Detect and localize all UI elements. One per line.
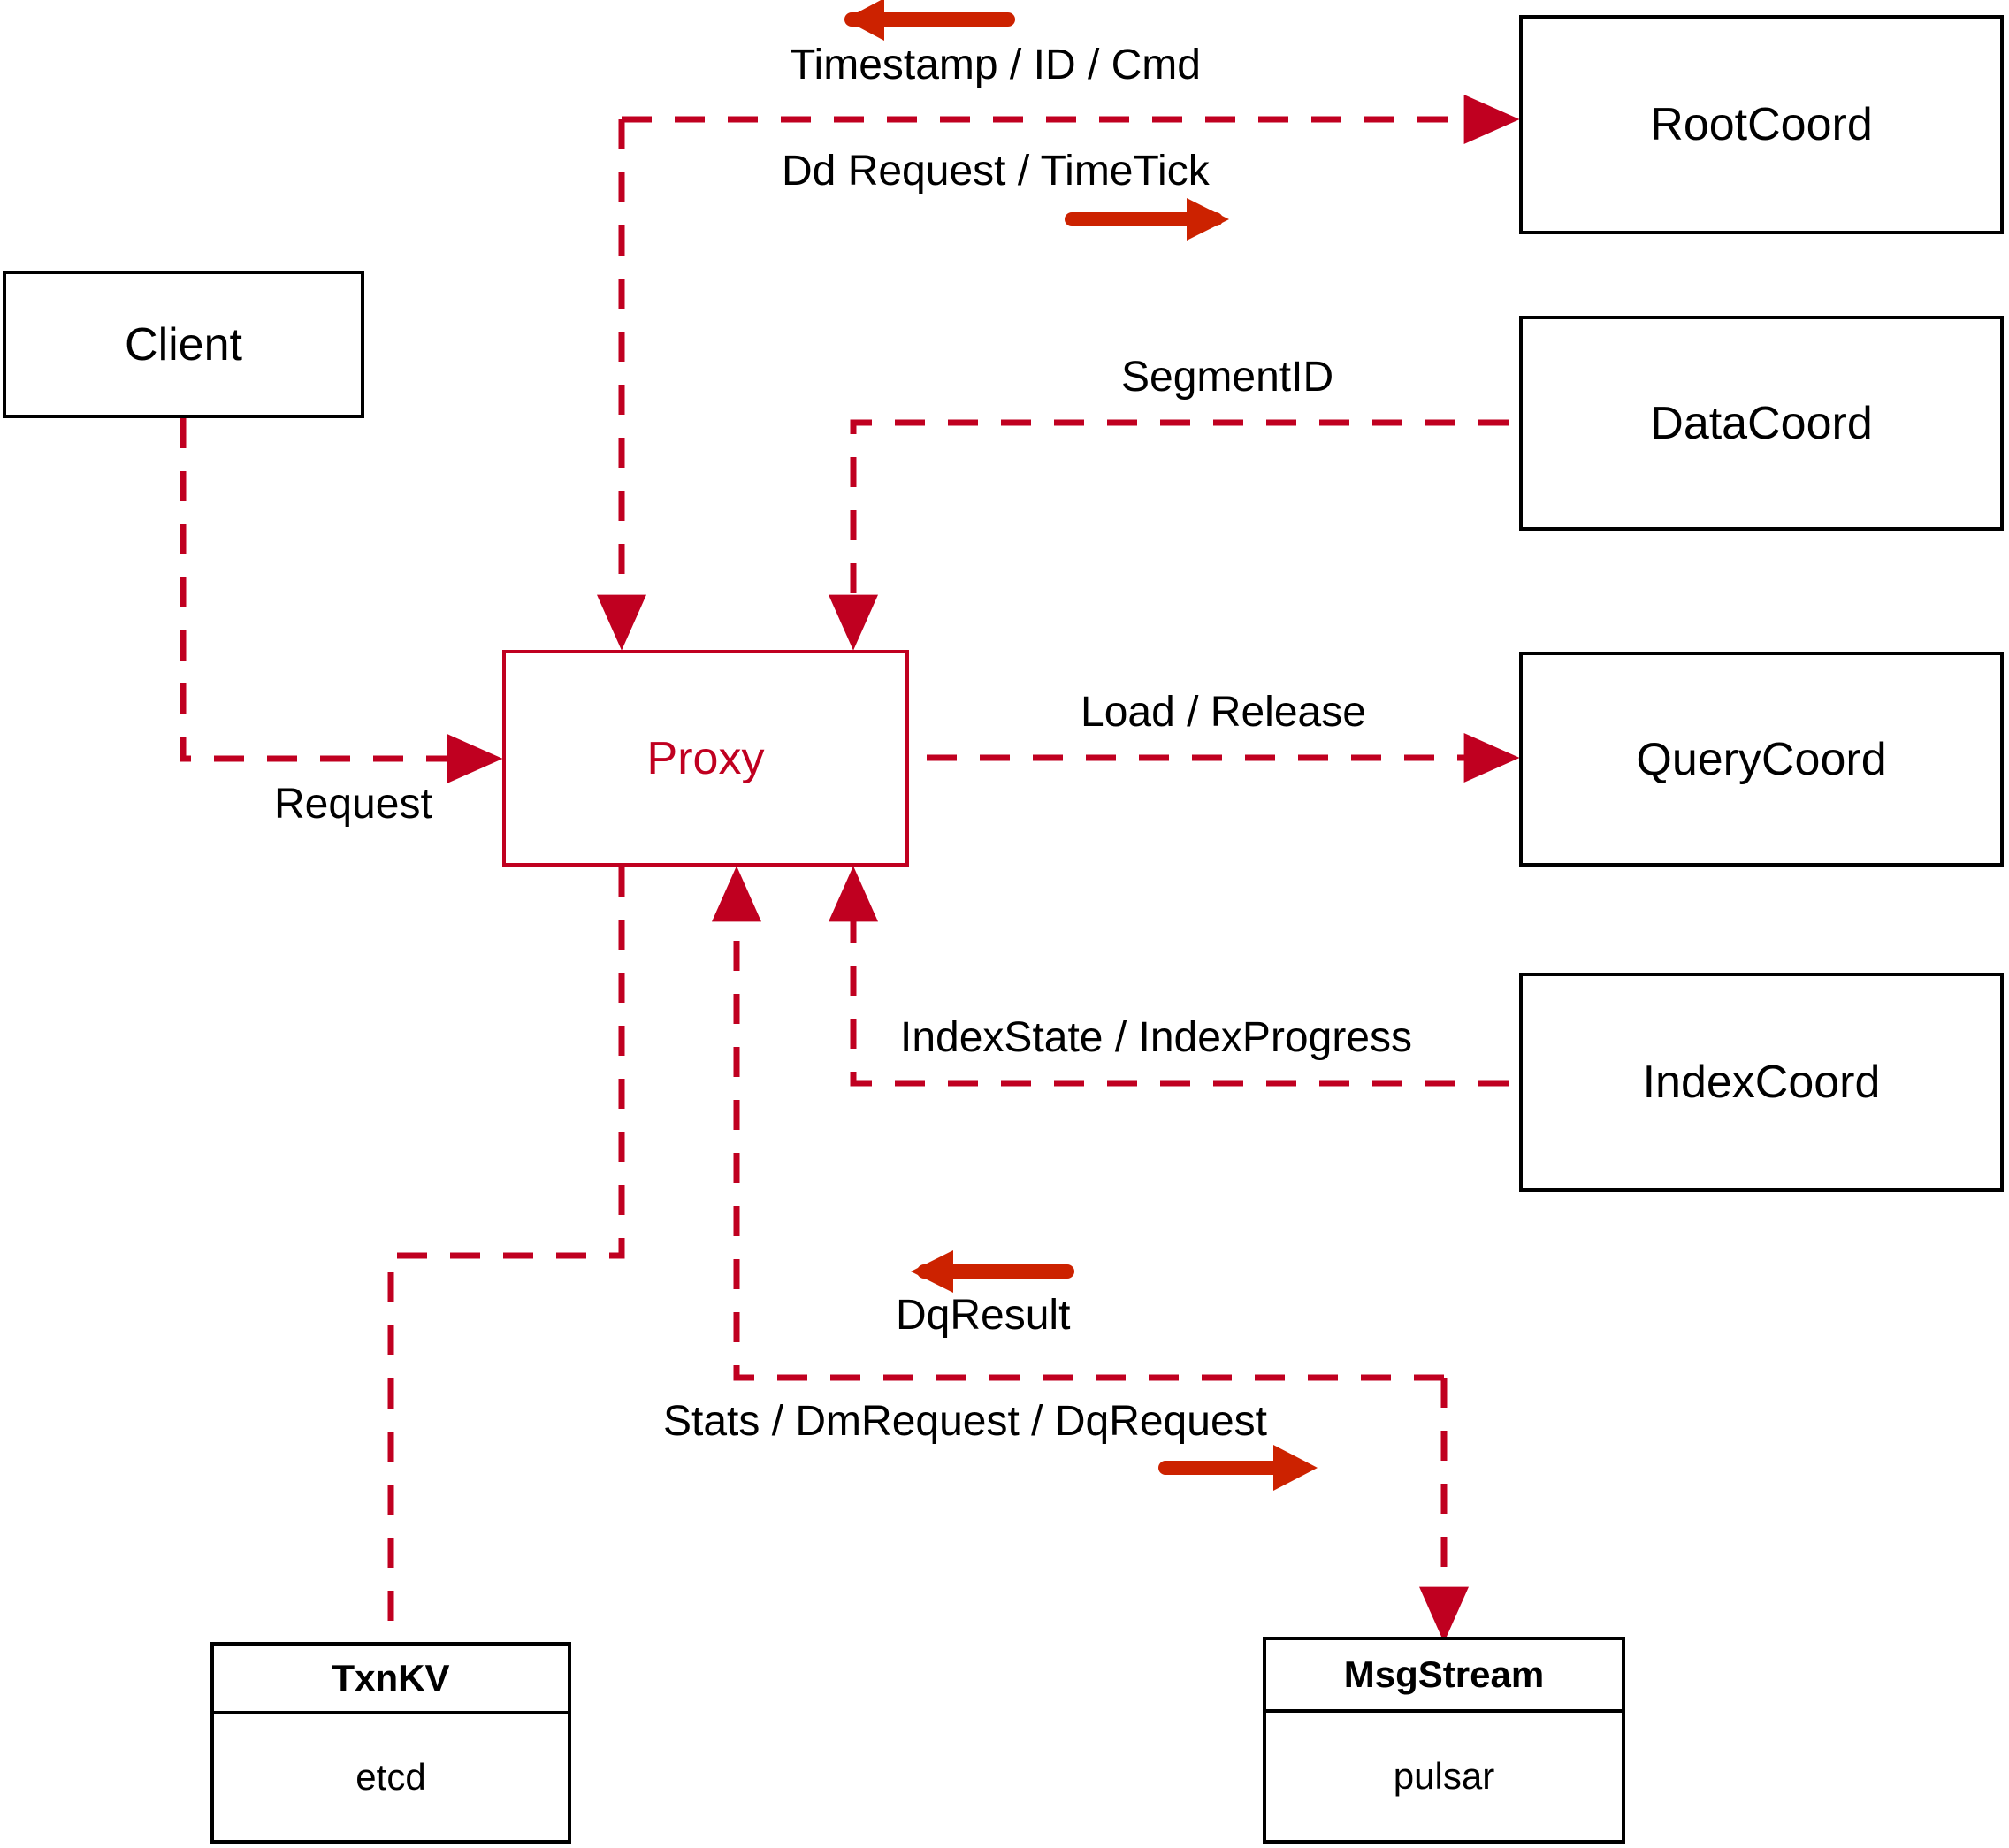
node-msgstream[interactable]: MsgStream pulsar xyxy=(1263,1637,1625,1844)
node-rootcoord-label: RootCoord xyxy=(1650,99,1873,150)
node-querycoord-label: QueryCoord xyxy=(1636,733,1887,785)
edge-label-segmentid: SegmentID xyxy=(1121,354,1334,401)
direction-arrow-dqrequest-right xyxy=(1158,1445,1318,1491)
edge-label-stats-dmrequest-dqrequest: Stats / DmRequest / DqRequest xyxy=(663,1398,1267,1445)
node-client[interactable]: Client xyxy=(3,271,364,418)
node-datacoord[interactable]: DataCoord xyxy=(1519,316,2004,531)
edge-indexcoord-to-proxy xyxy=(829,866,1509,1087)
edge-label-indexstate-indexprogress: IndexState / IndexProgress xyxy=(900,1014,1412,1061)
node-indexcoord[interactable]: IndexCoord xyxy=(1519,973,2004,1192)
edge-label-load-release: Load / Release xyxy=(1081,689,1366,736)
direction-arrow-dqresult-left xyxy=(911,1250,1074,1293)
edge-proxy-to-txnkv xyxy=(387,867,625,1642)
edge-label-timestamp-id-cmd: Timestamp / ID / Cmd xyxy=(790,42,1201,88)
node-msgstream-body: pulsar xyxy=(1393,1755,1495,1797)
node-txnkv-header: TxnKV xyxy=(214,1646,568,1714)
node-msgstream-header: MsgStream xyxy=(1266,1640,1622,1713)
edge-msgstream-to-proxy xyxy=(712,866,1444,1381)
node-rootcoord[interactable]: RootCoord xyxy=(1519,15,2004,234)
node-txnkv[interactable]: TxnKV etcd xyxy=(210,1642,571,1844)
edge-proxy-to-rootcoord xyxy=(597,95,1520,651)
node-datacoord-label: DataCoord xyxy=(1650,397,1873,449)
node-indexcoord-label: IndexCoord xyxy=(1642,1057,1881,1108)
direction-arrow-timestamp-left xyxy=(844,0,1015,41)
direction-arrow-ddrequest-right xyxy=(1065,198,1229,241)
node-proxy-label: Proxy xyxy=(646,732,765,784)
edge-label-dqresult: DqResult xyxy=(896,1292,1071,1339)
edge-client-to-proxy xyxy=(180,418,503,783)
edge-label-dd-request-timetick: Dd Request / TimeTick xyxy=(782,148,1210,195)
node-client-label: Client xyxy=(125,318,242,370)
node-txnkv-body: etcd xyxy=(355,1756,426,1798)
node-proxy[interactable]: Proxy xyxy=(502,650,909,867)
node-querycoord[interactable]: QueryCoord xyxy=(1519,652,2004,867)
edge-label-request: Request xyxy=(274,781,432,828)
edge-datacoord-to-proxy xyxy=(829,419,1509,651)
